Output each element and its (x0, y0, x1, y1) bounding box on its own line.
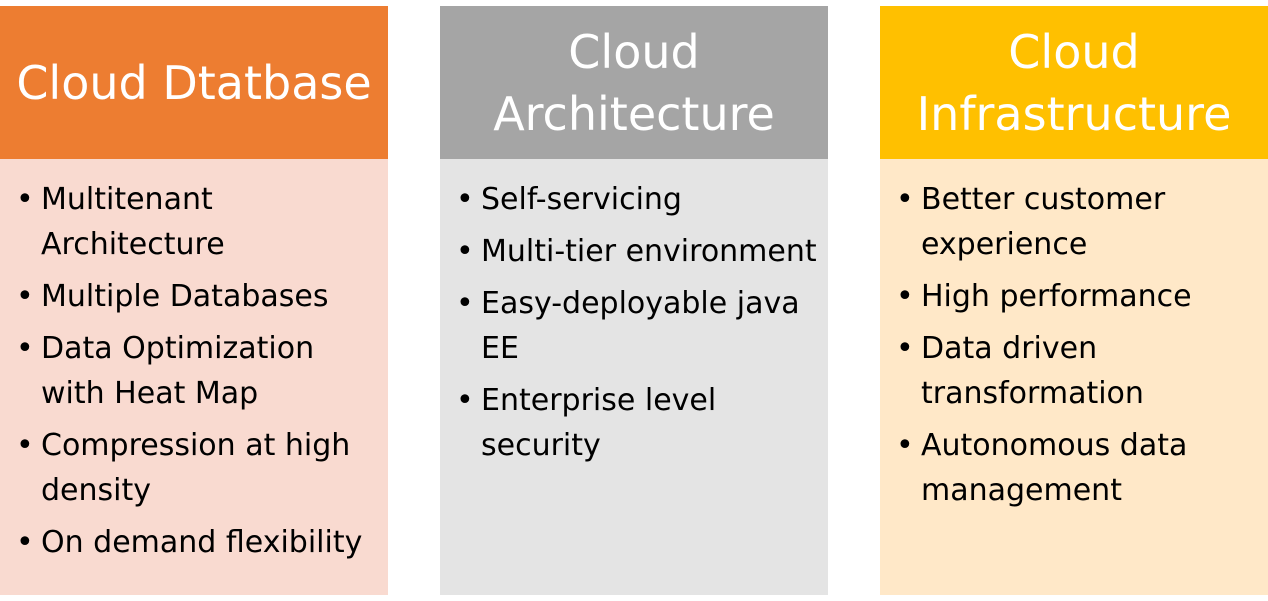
list-item-text: On demand flexibility (41, 525, 363, 560)
column-body: •Better customer experience •High perfor… (880, 159, 1268, 595)
list-item: •Compression at high density (16, 423, 378, 513)
list-item: •High performance (896, 274, 1258, 319)
list-item: •Self-servicing (456, 177, 818, 222)
list-item: •Enterprise level security (456, 378, 818, 468)
list-item-text: Multiple Databases (41, 279, 329, 314)
column-cloud-architecture: Cloud Architecture •Self-servicing •Mult… (440, 6, 828, 595)
column-header: Cloud Infrastructure (880, 6, 1268, 159)
bullet-icon: • (896, 428, 914, 463)
column-header: Cloud Dtatbase (0, 6, 388, 159)
bullet-icon: • (896, 182, 914, 217)
list-item: •Data Optimization with Heat Map (16, 326, 378, 416)
list-item-text: Enterprise level security (481, 383, 717, 463)
column-body: •Self-servicing •Multi-tier environment … (440, 159, 828, 595)
list-item-text: Self-servicing (481, 182, 682, 217)
list-item: •Better customer experience (896, 177, 1258, 267)
bullet-icon: • (896, 331, 914, 366)
bullet-icon: • (456, 234, 474, 269)
list-item: •Data driven transformation (896, 326, 1258, 416)
column-title: Cloud Infrastructure (916, 24, 1232, 141)
bullet-icon: • (456, 182, 474, 217)
column-cloud-database: Cloud Dtatbase •Multitenant Architecture… (0, 6, 388, 595)
column-title: Cloud Dtatbase (16, 55, 372, 110)
bullet-icon: • (896, 279, 914, 314)
list-item: •Easy-deployable java EE (456, 281, 818, 371)
bullet-icon: • (456, 383, 474, 418)
bullet-icon: • (456, 286, 474, 321)
list-item-text: Autonomous data management (921, 428, 1188, 508)
list-item: •Multiple Databases (16, 274, 378, 319)
list-item: •On demand flexibility (16, 520, 378, 565)
list-item-text: High performance (921, 279, 1192, 314)
column-body: •Multitenant Architecture •Multiple Data… (0, 159, 388, 595)
list-item-text: Multi-tier environment (481, 234, 817, 269)
bullet-icon: • (16, 428, 34, 463)
bullet-list: •Better customer experience •High perfor… (896, 177, 1258, 513)
bullet-icon: • (16, 279, 34, 314)
list-item: •Autonomous data management (896, 423, 1258, 513)
column-title: Cloud Architecture (493, 24, 775, 141)
bullet-icon: • (16, 182, 34, 217)
list-item-text: Data Optimization with Heat Map (41, 331, 315, 411)
list-item-text: Easy-deployable java EE (481, 286, 800, 366)
list-item-text: Better customer experience (921, 182, 1166, 262)
bullet-list: •Multitenant Architecture •Multiple Data… (16, 177, 378, 565)
list-item: •Multitenant Architecture (16, 177, 378, 267)
bullet-list: •Self-servicing •Multi-tier environment … (456, 177, 818, 468)
list-item: •Multi-tier environment (456, 229, 818, 274)
column-cloud-infrastructure: Cloud Infrastructure •Better customer ex… (880, 6, 1268, 595)
list-item-text: Compression at high density (41, 428, 351, 508)
list-item-text: Data driven transformation (921, 331, 1144, 411)
column-header: Cloud Architecture (440, 6, 828, 159)
list-item-text: Multitenant Architecture (41, 182, 225, 262)
bullet-icon: • (16, 331, 34, 366)
bullet-icon: • (16, 525, 34, 560)
